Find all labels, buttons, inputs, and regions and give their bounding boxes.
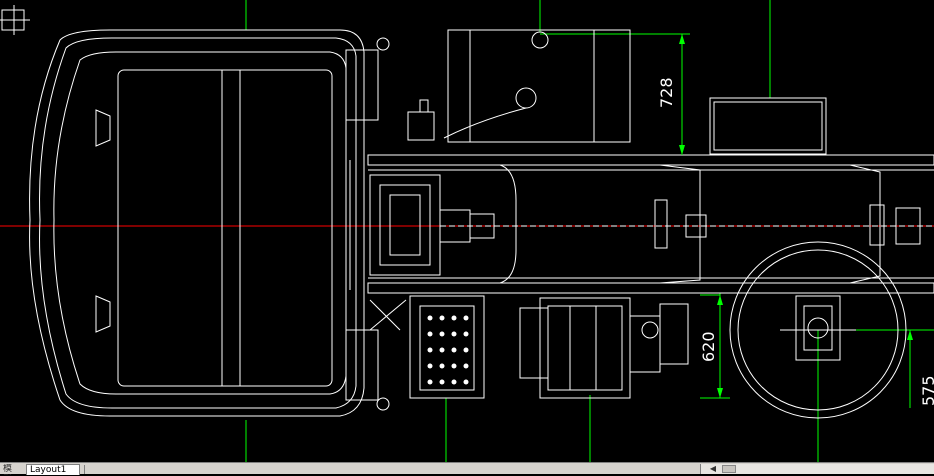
tab-layout1[interactable]: Layout1 (26, 464, 80, 475)
chassis-frame (367, 154, 934, 294)
rear-wheel (729, 241, 907, 419)
dimension-575: 575 (907, 330, 934, 406)
dimension-label-575: 575 (919, 375, 934, 406)
cab-outline (29, 29, 390, 417)
engine-gearbox (369, 174, 495, 331)
ucs-icon (0, 5, 30, 35)
dimension-label-728: 728 (657, 77, 676, 108)
horizontal-scrollbar[interactable] (700, 464, 934, 474)
dimension-728: 728 (657, 34, 685, 155)
dimension-label-620: 620 (699, 331, 718, 362)
battery-box (409, 295, 485, 399)
fuel-tank (407, 29, 631, 143)
scrollbar-thumb[interactable] (722, 465, 736, 473)
drawing-canvas[interactable]: 728 620 575 (0, 0, 934, 462)
tab-model[interactable]: 模型 (3, 464, 13, 474)
dimension-620: 620 (699, 295, 723, 398)
tab-separator (84, 465, 85, 474)
chevron-left-icon[interactable]: ◀ (709, 464, 717, 473)
layout-tab-bar: 模型 Layout1 ◀ (0, 462, 934, 475)
frame-box (709, 97, 827, 155)
aftertreatment-module (519, 297, 689, 399)
